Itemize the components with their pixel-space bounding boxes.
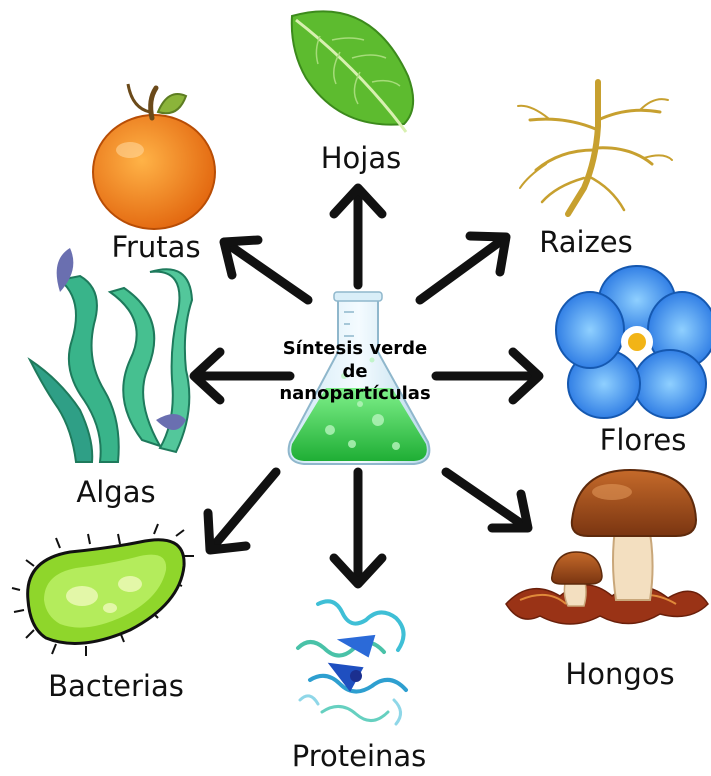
orange-fruit-icon	[93, 84, 215, 229]
label-algas: Algas	[76, 478, 155, 507]
seaweed-icon	[30, 248, 192, 462]
center-title-line-3: nanopartículas	[255, 383, 455, 406]
label-frutas: Frutas	[111, 233, 200, 262]
label-flores: Flores	[600, 426, 687, 455]
label-bacterias: Bacterias	[48, 672, 184, 701]
arrow-to-bacterias	[208, 472, 276, 550]
label-raizes: Raizes	[539, 228, 633, 257]
protein-structure-icon	[298, 601, 406, 724]
arrow-to-hongos	[446, 472, 528, 528]
center-title-line-2: de	[255, 361, 455, 384]
arrow-to-frutas	[224, 240, 308, 300]
bacteria-icon	[12, 524, 194, 656]
arrow-to-proteinas	[334, 472, 382, 584]
arrow-to-raizes	[420, 236, 506, 300]
center-title-line-1: Síntesis verde	[255, 338, 455, 361]
label-proteinas: Proteinas	[292, 742, 427, 771]
flower-icon	[556, 266, 711, 418]
roots-icon	[518, 82, 672, 214]
center-title: Síntesis verde de nanopartículas	[255, 338, 455, 406]
label-hongos: Hongos	[565, 660, 674, 689]
mushroom-icon	[506, 470, 708, 624]
leaf-icon	[292, 11, 413, 132]
arrow-to-hojas	[334, 188, 382, 285]
label-hojas: Hojas	[321, 144, 402, 173]
